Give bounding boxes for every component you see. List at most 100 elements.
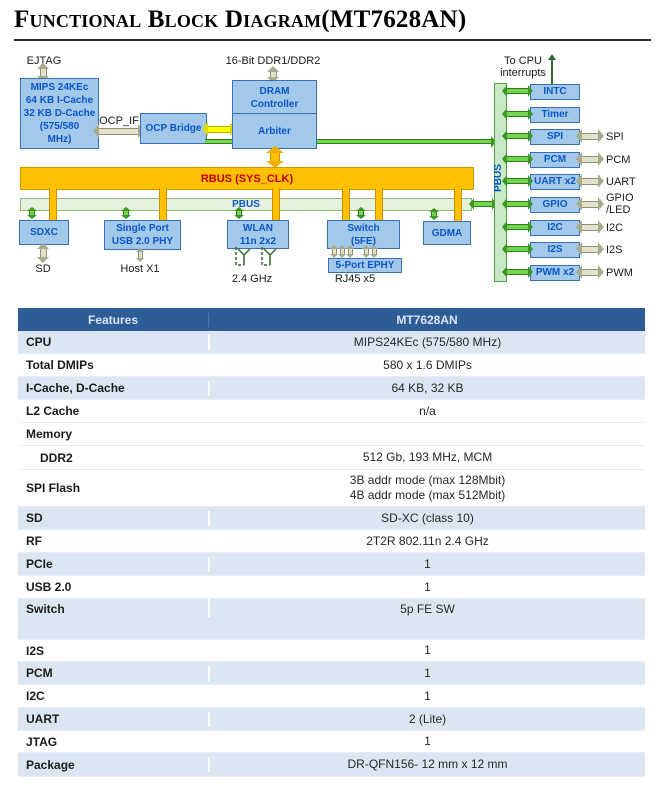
ephy-arrow-5-icon <box>370 245 378 258</box>
table-row-rf: RF 2T2R 802.11n 2.4 GHz <box>18 530 645 553</box>
block-pcm: PCM <box>530 152 580 168</box>
ext-arrow-pcm-icon <box>576 152 604 166</box>
ext-arrow-gpio-icon <box>576 197 604 211</box>
ephy-arrow-3-icon <box>346 245 354 258</box>
ghz-label: 2.4 GHz <box>231 273 273 285</box>
antenna-icon <box>235 247 277 266</box>
row-label: Memory <box>26 427 73 441</box>
ext-label-pcm: PCM <box>606 154 631 166</box>
green-bus-line-right <box>315 136 496 148</box>
features-table: Features MT7628AN CPU MIPS24KEc (575/580… <box>18 308 645 777</box>
rbus-drop-wlan <box>272 188 280 220</box>
row-label: Total DMIPs <box>26 358 94 372</box>
pbus-conn-timer-icon <box>502 108 533 120</box>
ext-label-spi: SPI <box>606 131 624 143</box>
row-label: PCIe <box>26 557 53 571</box>
table-row-cpu: CPU MIPS24KEc (575/580 MHz) <box>18 331 645 354</box>
row-label: JTAG <box>26 734 58 749</box>
pbus-conn-gpio-icon <box>502 198 533 210</box>
table-row-l2cache: L2 Cache n/a <box>18 400 645 423</box>
pbus-link-arrow-icon <box>469 198 497 210</box>
ext-label-gpio: GPIO /LED <box>606 192 634 216</box>
row-value: 2 (Lite) <box>208 711 645 727</box>
row-label: SPI Flash <box>26 481 81 495</box>
pbus-conn-pcm-icon <box>502 153 533 165</box>
ext-arrow-spi-icon <box>576 129 604 143</box>
header-mt7628an: MT7628AN <box>208 312 645 327</box>
block-switch: Switch (5FE) <box>327 220 400 249</box>
table-row-cache: I-Cache, D-Cache 64 KB, 32 KB <box>18 377 645 400</box>
ext-arrow-i2s-icon <box>576 242 604 256</box>
host-label: Host X1 <box>120 263 160 275</box>
block-i2c: I2C <box>530 220 580 236</box>
row-label: UART <box>26 712 60 726</box>
rj45-label: RJ45 x5 <box>334 273 376 285</box>
table-row-memory: Memory <box>18 423 645 446</box>
table-row-uart: UART 2 (Lite) <box>18 708 645 731</box>
row-value: DR-QFN156- 12 mm x 12 mm <box>208 757 645 772</box>
table-row-i2s: I2S 1 <box>18 640 645 662</box>
green-bus-line-left <box>205 139 232 144</box>
ocp-if-arrow-icon <box>93 124 144 138</box>
sd-label: SD <box>35 263 51 275</box>
to-cpu-arrow-icon <box>548 54 556 84</box>
row-value: 1 <box>208 556 645 572</box>
row-value: 580 x 1.6 DMIPs <box>208 357 645 373</box>
sd-arrow-icon <box>37 243 49 263</box>
ephy-arrow-1-icon <box>330 245 338 258</box>
ext-arrow-i2c-icon <box>576 220 604 234</box>
table-row-usb: USB 2.0 1 <box>18 576 645 599</box>
pbus-drop-usb-icon <box>121 207 131 219</box>
pbus-drop-gdma-icon <box>429 208 439 220</box>
row-value: 1 <box>208 643 645 658</box>
row-label: RF <box>26 534 42 548</box>
table-row-sd: SD SD-XC (class 10) <box>18 507 645 530</box>
arbiter-rbus-arrow-icon <box>266 146 284 168</box>
table-row-spiflash: SPI Flash 3B addr mode (max 128Mbit) 4B … <box>18 470 645 507</box>
row-label: L2 Cache <box>26 404 80 418</box>
block-uart: UART x2 <box>530 174 580 190</box>
row-label: Switch <box>26 602 65 616</box>
title-rule <box>14 39 651 41</box>
block-arbiter: Arbiter <box>232 113 317 149</box>
row-label: I-Cache, D-Cache <box>26 381 125 395</box>
pbus-bar: PBUS <box>20 198 472 211</box>
rbus-drop-usb <box>159 188 167 220</box>
row-value: n/a <box>208 403 645 419</box>
rbus-drop-sdxc <box>49 188 57 220</box>
ext-label-i2s: I2S <box>606 244 623 256</box>
page-title: Functional Block Diagram(MT7628AN) <box>14 6 467 33</box>
block-sdxc: SDXC <box>19 220 69 245</box>
pbus-conn-uart-icon <box>502 175 533 187</box>
table-row-ddr2: DDR2 512 Gb, 193 MHz, MCM <box>18 446 645 470</box>
rbus-label: RBUS (SYS_CLK) <box>200 172 294 185</box>
table-row-pcm: PCM 1 <box>18 662 645 685</box>
row-label: USB 2.0 <box>26 580 72 594</box>
block-timer: Timer <box>530 107 580 123</box>
pbus-conn-pwm-icon <box>502 266 533 278</box>
ext-label-uart: UART <box>606 176 636 188</box>
row-label: SD <box>26 511 43 525</box>
block-mips-cpu: MIPS 24KEc 64 KB I-Cache 32 KB D-Cache (… <box>20 78 99 149</box>
ocp-if-label: OCP_IF <box>99 115 139 127</box>
pbus-drop-sdxc-icon <box>27 207 37 219</box>
row-value: 64 KB, 32 KB <box>208 380 645 396</box>
pbus-drop-wlan-icon <box>234 207 244 219</box>
rbus-bar: RBUS (SYS_CLK) <box>20 167 474 190</box>
row-value: 5p FE SW <box>208 599 645 617</box>
block-intc: INTC <box>530 84 580 100</box>
block-gpio: GPIO <box>530 197 580 213</box>
table-row-jtag: JTAG 1 <box>18 731 645 753</box>
row-value: 3B addr mode (max 128Mbit) 4B addr mode … <box>208 473 645 503</box>
pbus-conn-i2c-icon <box>502 221 533 233</box>
rbus-drop-switch-2 <box>375 188 383 220</box>
table-row-package: Package DR-QFN156- 12 mm x 12 mm <box>18 753 645 777</box>
block-pwm: PWM x2 <box>530 265 580 281</box>
row-value: 1 <box>208 665 645 681</box>
ephy-arrow-2-icon <box>338 245 346 258</box>
row-label: CPU <box>26 335 52 349</box>
ejtag-arrow-icon <box>37 63 49 82</box>
block-ocp-bridge: OCP Bridge <box>140 113 207 144</box>
table-row-switch: Switch 5p FE SW <box>18 599 645 640</box>
row-value: MIPS24KEc (575/580 MHz) <box>208 334 645 350</box>
